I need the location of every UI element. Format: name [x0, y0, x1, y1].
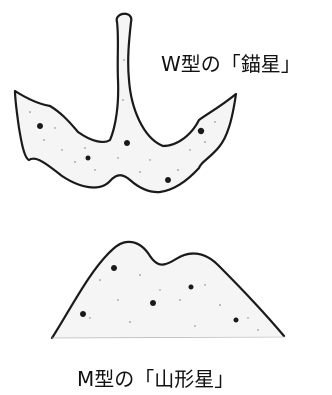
star-dot	[197, 127, 205, 135]
w-shape-stipple	[29, 59, 216, 173]
star-dot	[124, 140, 130, 146]
w-shape-figure	[13, 12, 238, 194]
m-shape-figure	[50, 240, 286, 340]
star-dot	[188, 284, 194, 290]
m-shape-stars	[80, 265, 239, 323]
m-shape-caption: M型の「山形星」	[77, 367, 235, 391]
star-dot	[80, 311, 86, 317]
star-dot	[85, 155, 91, 161]
m-shape-baseline	[51, 336, 285, 339]
star-dot	[111, 265, 117, 271]
m-shape-stipple	[89, 274, 259, 331]
star-dot	[150, 300, 156, 306]
w-shape-outline	[13, 12, 238, 194]
w-shape-caption: W型の「錨星」	[161, 52, 301, 76]
star-dot	[37, 123, 43, 129]
star-dot	[233, 317, 239, 323]
star-dot	[165, 177, 171, 183]
m-shape-outline	[50, 240, 286, 340]
w-shape-stars	[37, 123, 205, 183]
